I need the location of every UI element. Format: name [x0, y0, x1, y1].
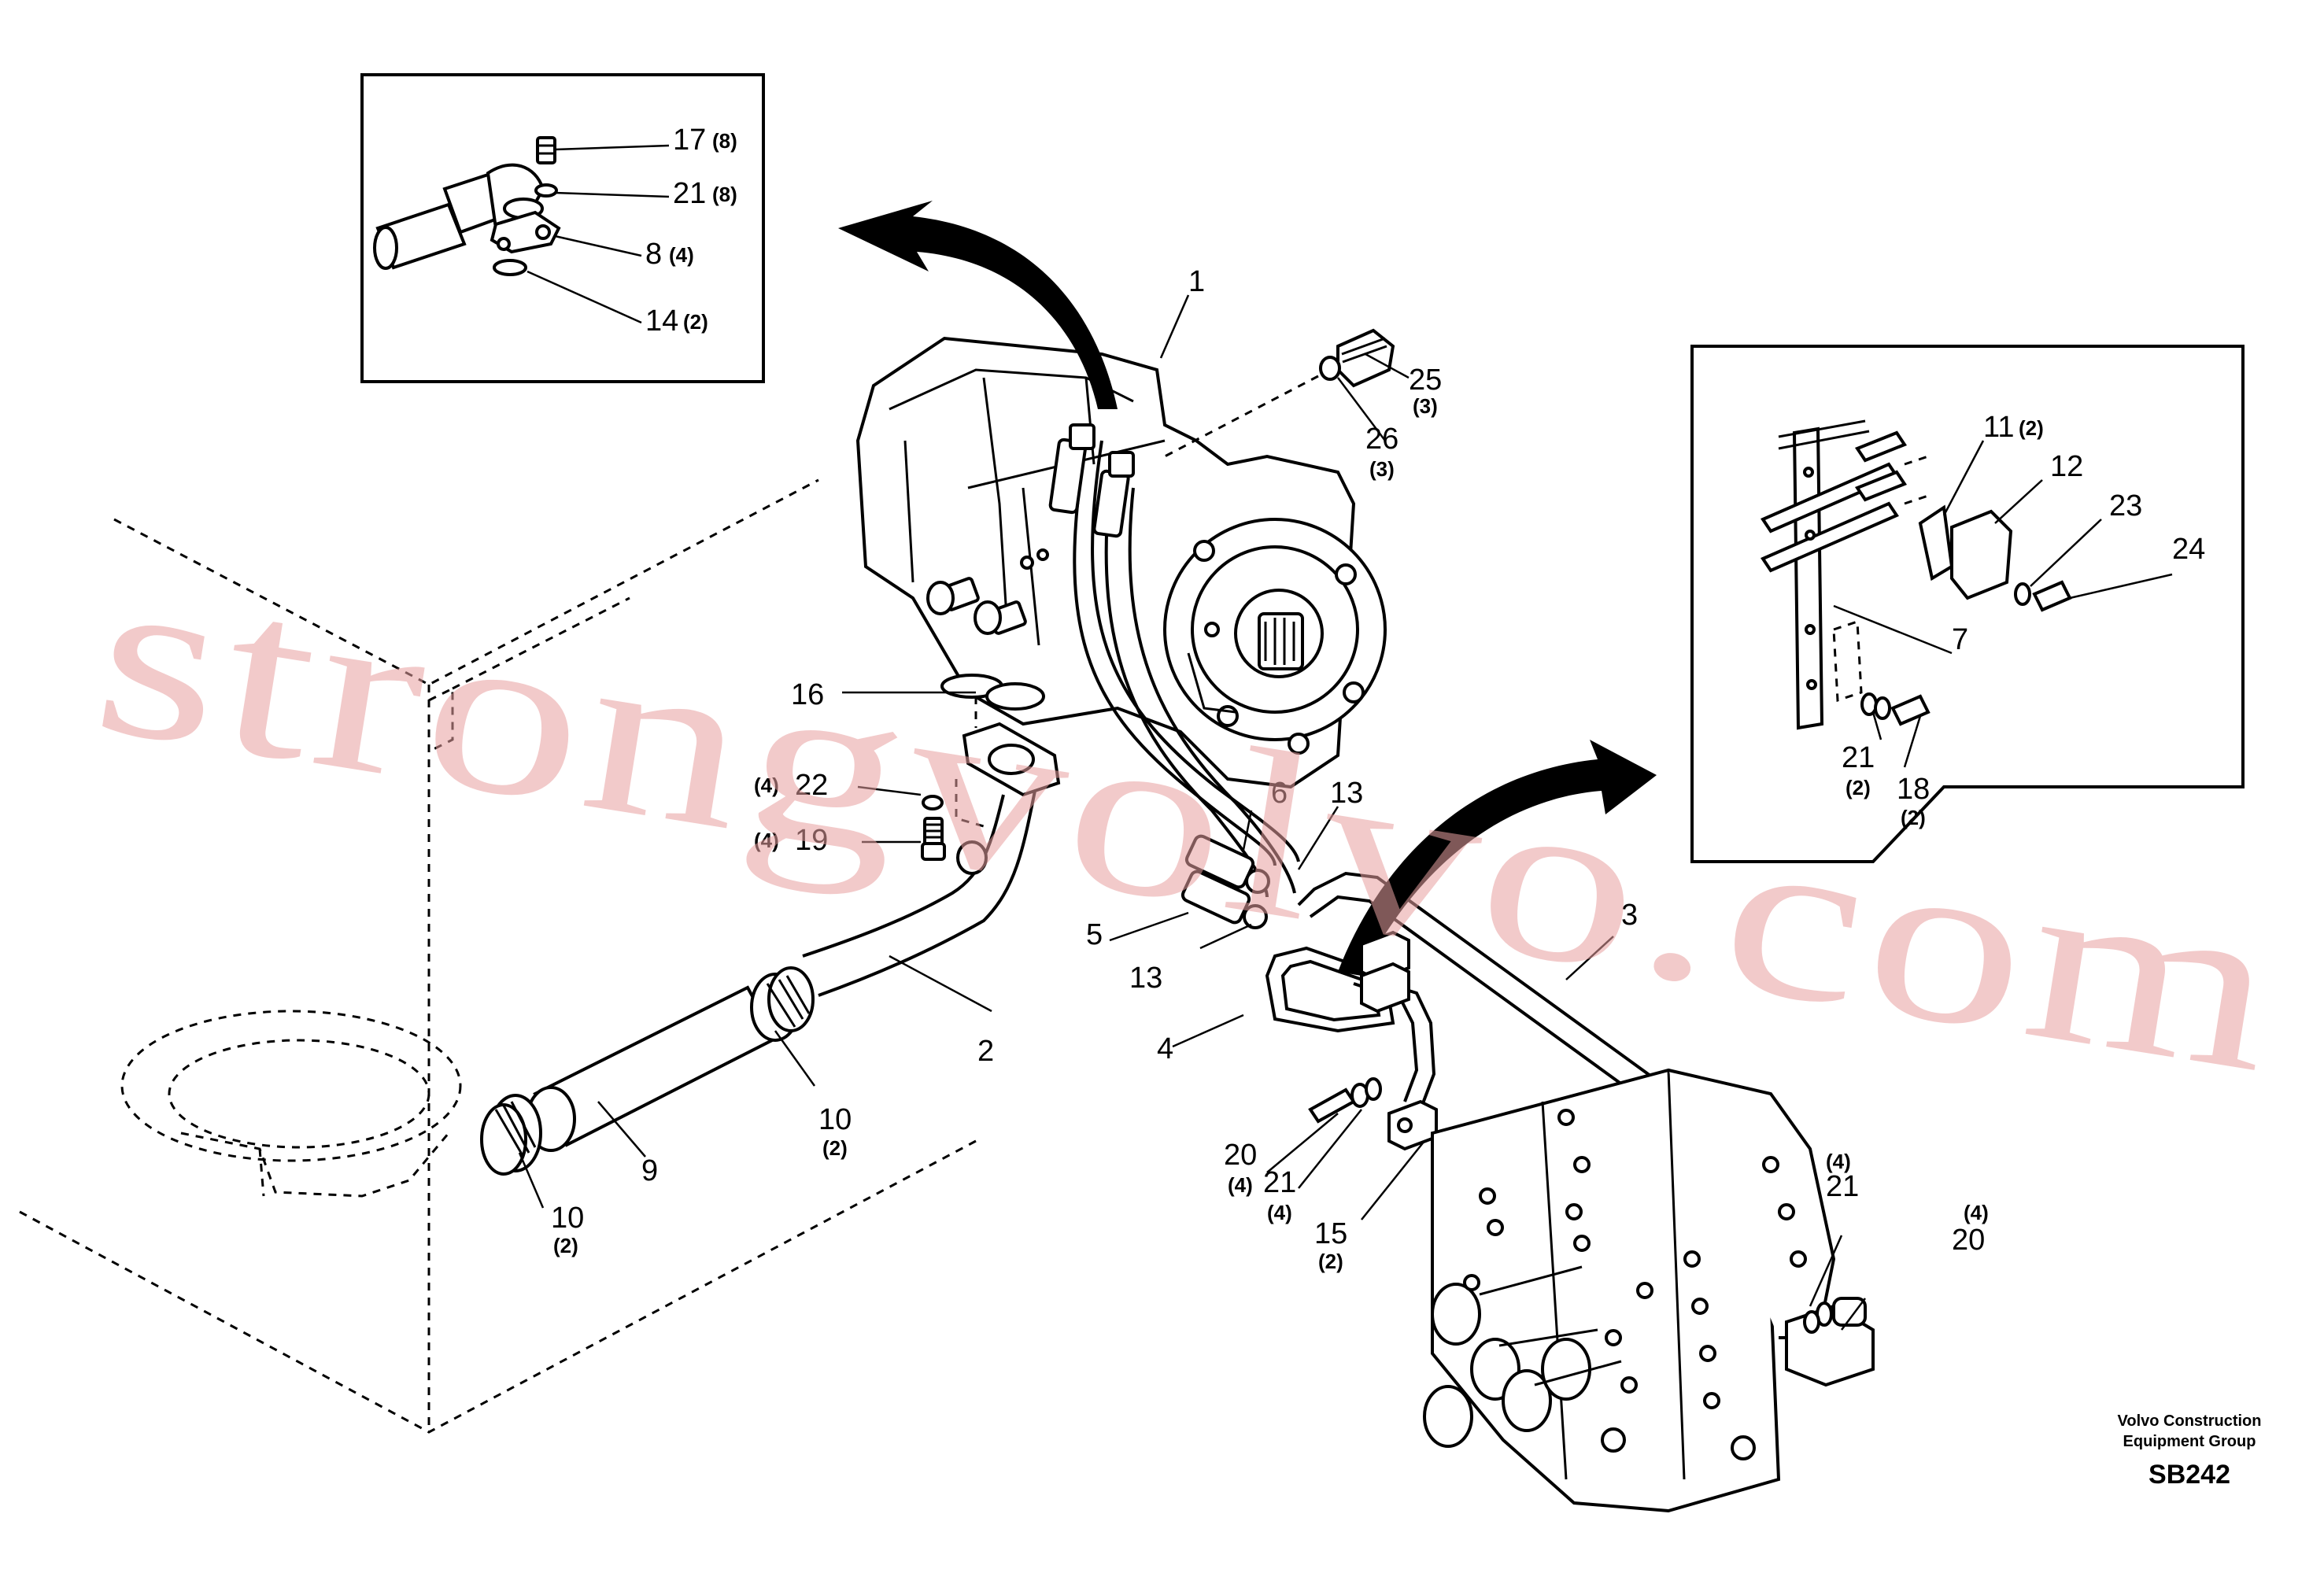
upper-detail-arrow: [838, 201, 1118, 409]
detail-box-elbow: [360, 73, 765, 383]
callout-8-qty: (4): [669, 243, 694, 267]
callout-11-qty: (2): [2019, 416, 2044, 440]
callout-10b-qty: (2): [822, 1136, 848, 1160]
callout-9: 9: [641, 1154, 658, 1187]
callout-13a: 13: [1330, 777, 1363, 810]
callout-13b: 13: [1129, 962, 1162, 995]
pilot-hoses: [1048, 423, 1300, 929]
callout-5: 5: [1086, 918, 1103, 951]
company-name-line1: Volvo Construction: [2118, 1412, 2262, 1430]
callout-26: 26: [1365, 423, 1398, 456]
oring-16: [985, 682, 1045, 711]
hose-clamp-right: [750, 966, 815, 1042]
callout-21a-qty: (8): [712, 183, 737, 206]
detail-box-bracket: [1690, 345, 2245, 863]
callout-22: 22: [795, 769, 828, 802]
callout-6: 6: [1271, 777, 1288, 810]
control-valve: [1423, 1068, 1875, 1513]
callout-11: 11: [1983, 411, 2014, 444]
callout-10a-qty: (2): [553, 1234, 578, 1257]
suction-assembly: [480, 674, 1061, 1176]
company-name-line2: Equipment Group: [2123, 1433, 2256, 1450]
callout-3: 3: [1621, 899, 1638, 932]
valve-ports: [1463, 1109, 1807, 1409]
drawing-code: SB242: [2148, 1460, 2230, 1490]
callout-20b: 20: [1952, 1224, 1985, 1257]
callout-4: 4: [1157, 1032, 1173, 1065]
bolt-washer-20-21-right: [1803, 1297, 1867, 1334]
callout-2: 2: [977, 1035, 994, 1068]
hydraulic-tank-outline: [19, 478, 977, 1434]
callout-25-qty: (3): [1413, 394, 1438, 418]
callout-labels: 1 2 3 4 5 6 13 13 16 (4) 22 (4) 19 9 10 …: [551, 124, 2205, 1273]
callout-21c-qty: (4): [1267, 1201, 1292, 1224]
callout-21d-qty: (4): [1826, 1150, 1851, 1173]
spool-caps: [1423, 1265, 1622, 1448]
callout-8: 8: [645, 238, 662, 271]
callout-21b-qty: (2): [1846, 776, 1871, 799]
callout-7: 7: [1952, 623, 1968, 656]
callout-12: 12: [2050, 450, 2083, 483]
callout-15-qty: (2): [1318, 1250, 1343, 1273]
callout-19: 19: [795, 824, 828, 857]
callout-18: 18: [1897, 773, 1930, 806]
hose-clamp-left: [480, 1094, 542, 1176]
callout-23: 23: [2109, 489, 2142, 522]
callout-21b: 21: [1842, 741, 1875, 774]
callout-16: 16: [791, 678, 824, 711]
callout-19-qty: (4): [754, 829, 779, 852]
bolt-washer-20-21-left: [1308, 1077, 1382, 1124]
callout-17: 17: [673, 124, 706, 157]
leader-lines: [518, 144, 2173, 1331]
callout-22-qty: (4): [754, 774, 779, 797]
callout-14: 14: [645, 305, 678, 338]
callout-18-qty: (2): [1901, 806, 1926, 829]
callout-15: 15: [1314, 1217, 1347, 1250]
callout-20a-qty: (4): [1228, 1173, 1253, 1197]
screw-washer-22-19: [921, 795, 946, 861]
callout-21a: 21: [673, 177, 706, 210]
fitting-25-26: [1164, 328, 1395, 458]
callout-17-qty: (8): [712, 129, 737, 153]
callout-1: 1: [1188, 265, 1205, 298]
callout-25: 25: [1409, 364, 1442, 397]
callout-20b-qty: (4): [1964, 1201, 1989, 1224]
callout-14-qty: (2): [683, 310, 708, 334]
callout-21c: 21: [1263, 1166, 1296, 1199]
callout-10a: 10: [551, 1202, 584, 1235]
footer: Volvo Construction Equipment Group SB242: [2118, 1412, 2262, 1490]
callout-20a: 20: [1224, 1139, 1257, 1172]
callout-21d: 21: [1826, 1170, 1859, 1203]
callout-26-qty: (3): [1369, 457, 1395, 481]
callout-10b: 10: [818, 1103, 852, 1136]
callout-24: 24: [2172, 533, 2205, 566]
